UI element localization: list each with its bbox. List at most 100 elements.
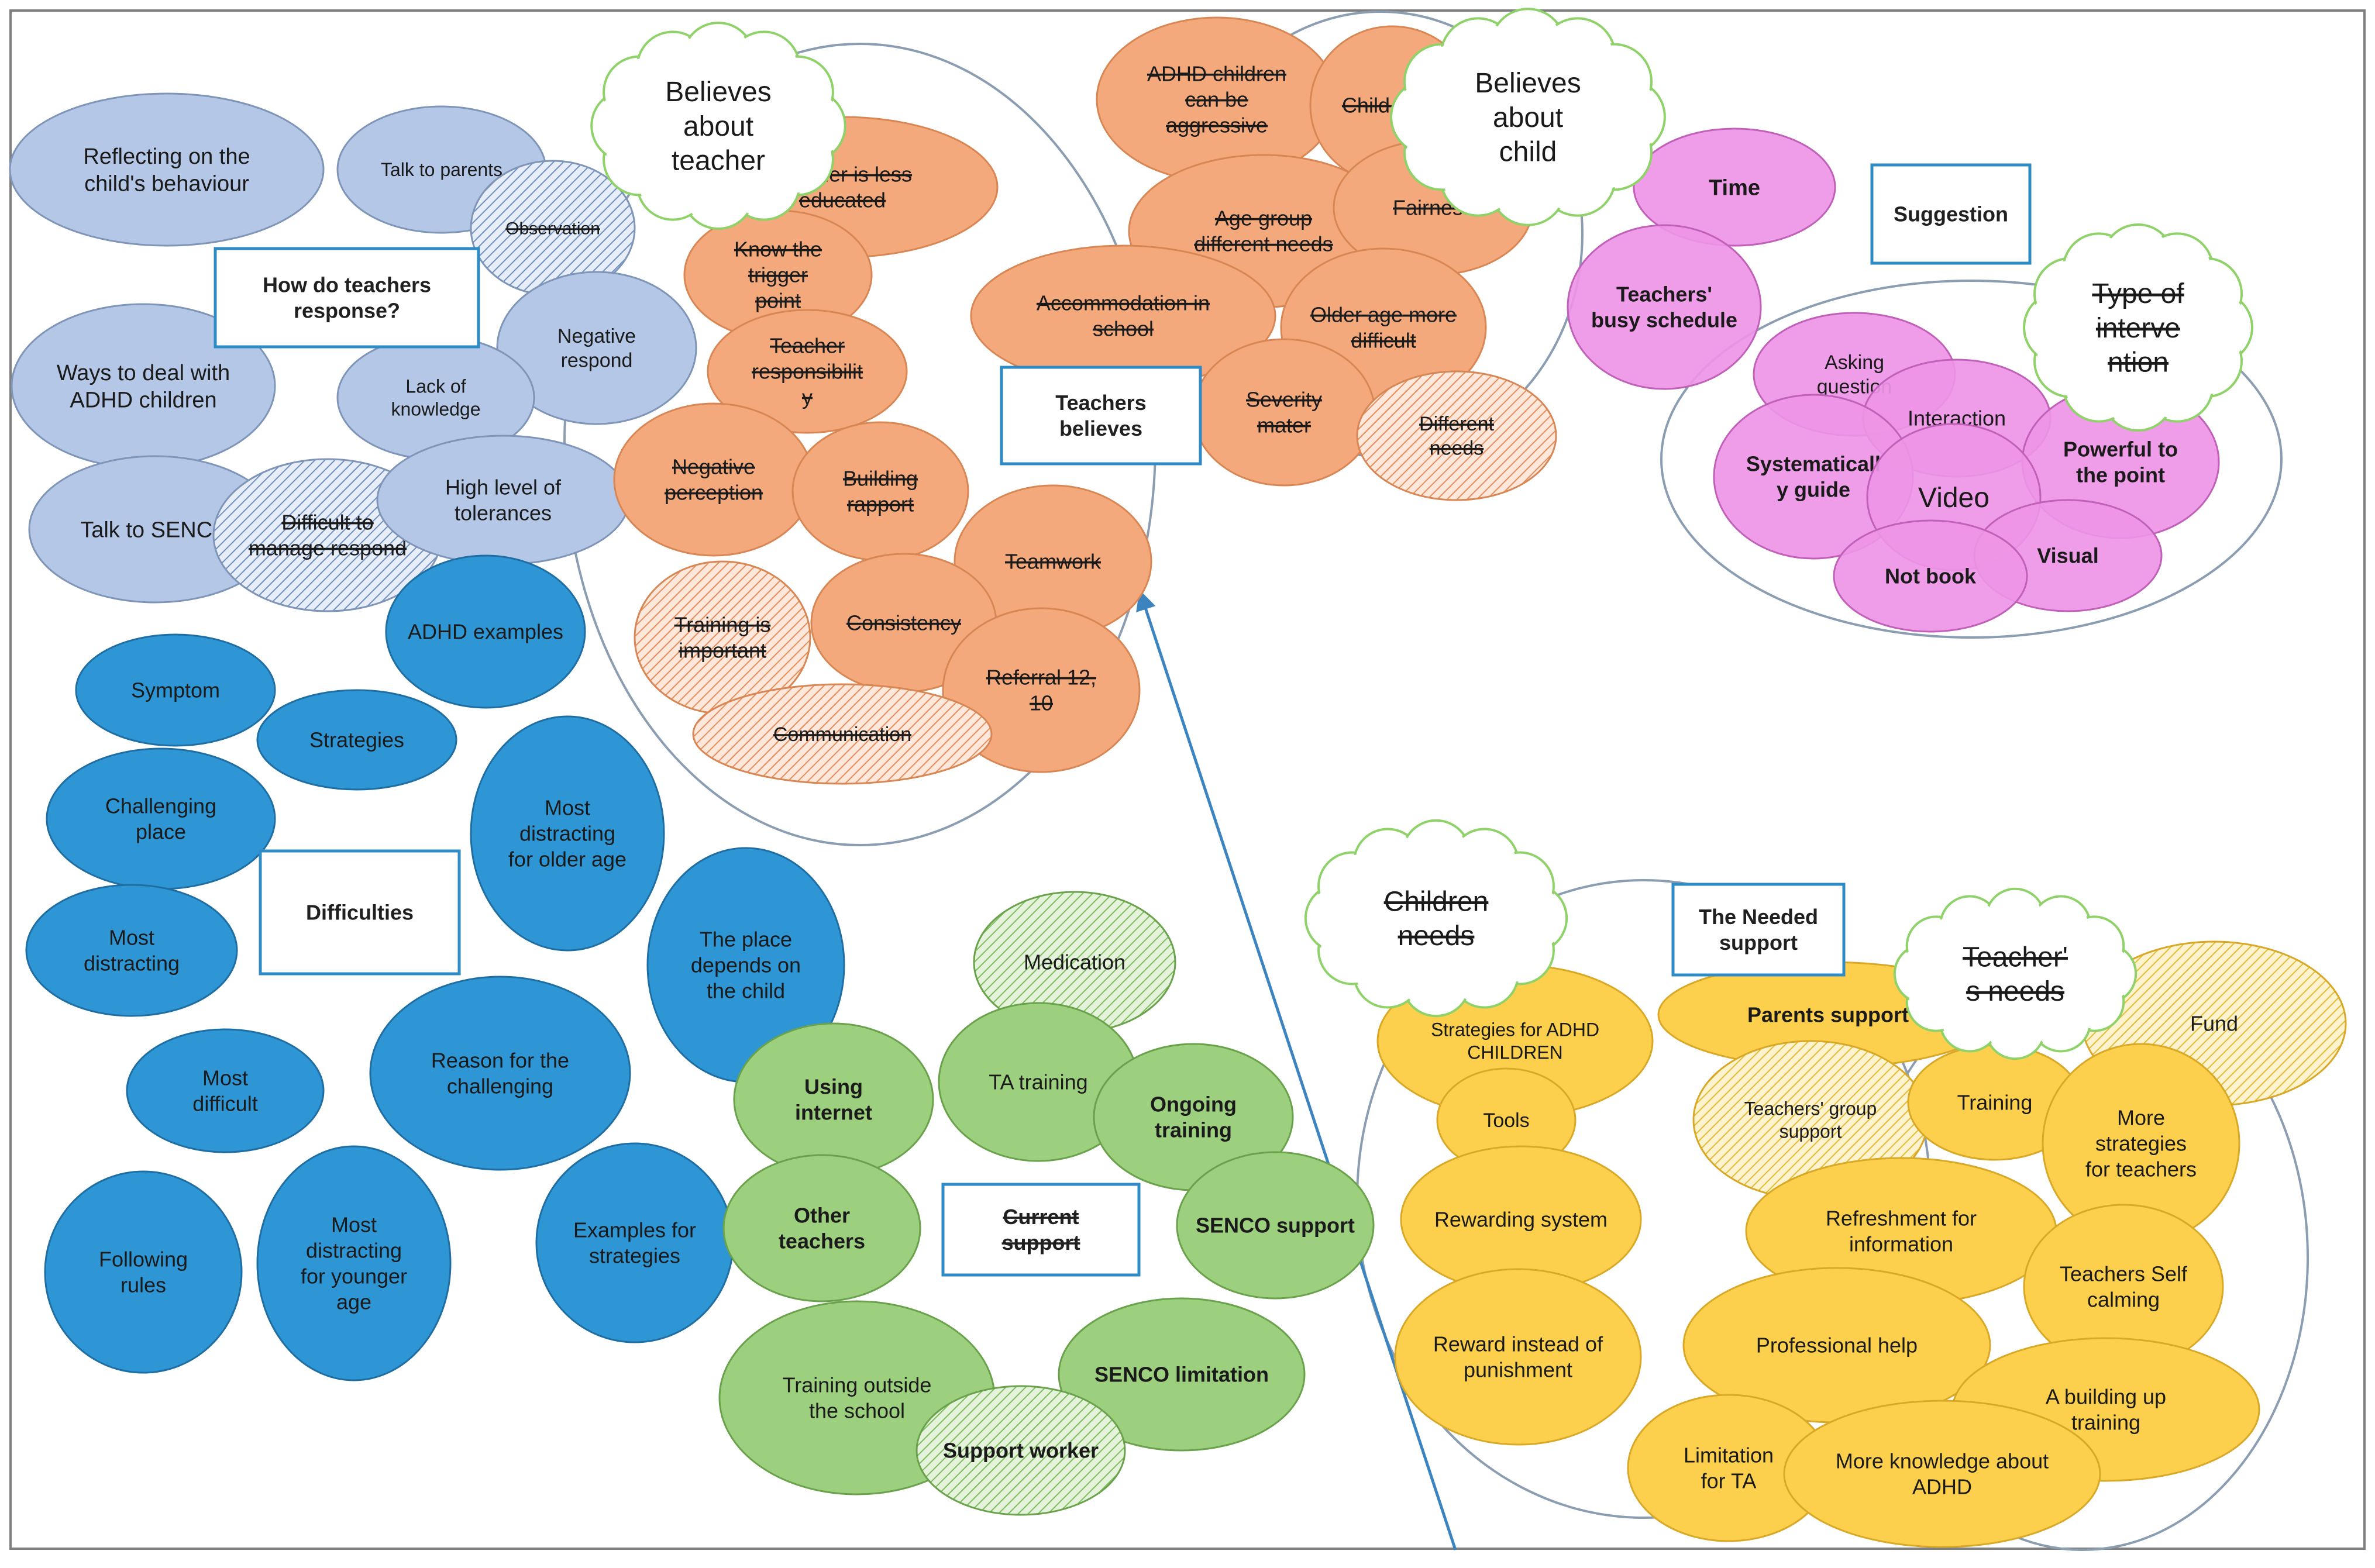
node-tools-text: Tools — [1483, 1109, 1529, 1132]
cloud-teachers-needs: Teacher's needs — [1893, 887, 2138, 1060]
node-observation-text: Observation — [505, 219, 600, 239]
node-most-distracting-younger-shape — [256, 1145, 452, 1381]
node-medication-text: Medication — [1024, 950, 1125, 974]
node-more-knowledge-shape — [1783, 1400, 2101, 1548]
node-not-book-shape — [1833, 519, 2028, 633]
node-reward-instead-shape — [1394, 1268, 1642, 1446]
node-ta-training: TA training — [938, 1002, 1139, 1162]
node-strategies-text: Strategies — [309, 728, 404, 752]
label-how-teachers-box — [214, 247, 480, 349]
label-teachers-believes-box — [1000, 366, 1202, 466]
node-severity-shape — [1192, 338, 1376, 487]
label-suggestion: Suggestion — [1870, 163, 2032, 265]
node-rewarding-system-text: Rewarding system — [1434, 1208, 1608, 1232]
node-senco-limitation: SENCO limitation — [1058, 1297, 1306, 1452]
node-symptom: Symptom — [75, 633, 276, 747]
node-teamwork: Teamwork — [954, 484, 1152, 639]
node-building-rapport-shape — [791, 421, 969, 561]
node-teamwork-text: Teamwork — [1005, 550, 1102, 574]
node-time-shape — [1633, 127, 1836, 247]
label-difficulties-text: Difficulties — [306, 901, 414, 925]
label-needed-support-box — [1671, 883, 1846, 977]
node-referral-text: Referral 12,10 — [986, 666, 1096, 715]
node-teacher-responsibility-shape — [707, 309, 908, 434]
node-senco-limitation-text: SENCO limitation — [1094, 1363, 1269, 1387]
connector-arrow — [1136, 590, 1457, 1550]
node-time-text: Time — [1709, 175, 1760, 200]
frame — [9, 9, 2366, 1550]
group-ring-3 — [1660, 280, 2283, 639]
node-communication-text: Communication — [773, 723, 911, 746]
node-reason-challenging-shape — [369, 976, 631, 1171]
node-communication: Communication — [692, 683, 993, 785]
node-most-difficult-shape — [126, 1028, 325, 1153]
node-support-worker-text: Support worker — [943, 1439, 1099, 1463]
node-senco-limitation-shape — [1058, 1297, 1306, 1452]
node-tools: Tools — [1436, 1067, 1577, 1173]
node-adhd-examples: ADHD examples — [385, 554, 586, 709]
node-consistency: Consistency — [810, 553, 997, 693]
node-adhd-examples-text: ADHD examples — [408, 620, 563, 644]
cloud-teachers-needs-text: Teacher's needs — [1963, 942, 2068, 1008]
node-challenging-place-shape — [46, 747, 276, 890]
node-senco-support: SENCO support — [1176, 1151, 1375, 1300]
node-following-rules-shape — [44, 1170, 243, 1374]
node-training-text: Training — [1957, 1091, 2033, 1115]
node-reflecting-shape — [9, 92, 325, 247]
